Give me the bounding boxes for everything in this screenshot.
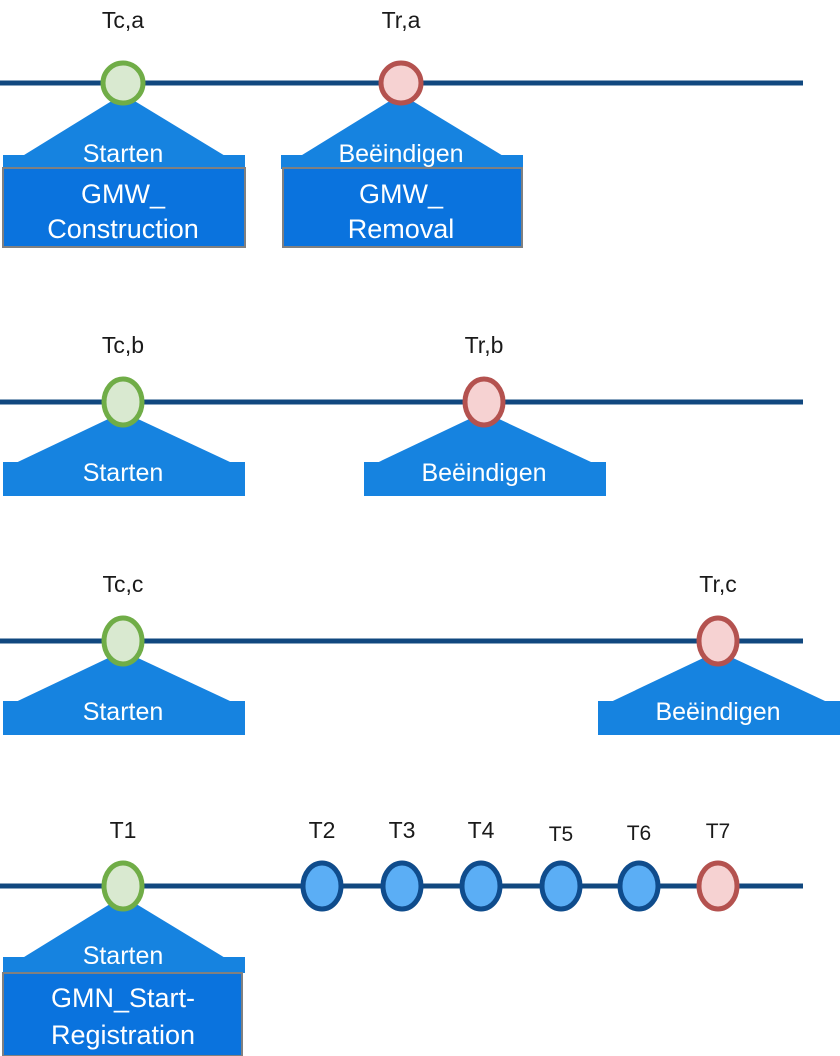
event-marker-icon-t2[interactable] xyxy=(300,860,344,912)
banner-triangle-tc-b xyxy=(3,412,245,469)
label-box-t1[interactable] xyxy=(2,972,243,1056)
event-marker-icon-t3[interactable] xyxy=(380,860,424,912)
event-marker-icon-t6[interactable] xyxy=(617,860,661,912)
banner-triangle-tr-a xyxy=(281,94,523,168)
tick-label-tc-b: Tc,b xyxy=(102,332,144,358)
banner-base-tc-a xyxy=(3,155,245,169)
milestone-t2[interactable]: T2 xyxy=(300,817,344,912)
tick-label-tc-a: Tc,a xyxy=(102,7,144,33)
tick-label-t5: T5 xyxy=(549,823,574,846)
banner-label-tr-b: Beëindigen xyxy=(421,459,546,487)
milestone-tr-c[interactable]: Beëindigen Tr,c xyxy=(598,571,840,735)
timeline-row-a: Starten GMW_ Construction Tc,a Beëindige… xyxy=(0,7,803,248)
end-marker-icon-tr-a[interactable] xyxy=(378,60,424,106)
label-box-tr-a[interactable] xyxy=(282,167,523,248)
end-marker-icon-tr-c[interactable] xyxy=(696,615,740,667)
banner-label-tr-a: Beëindigen xyxy=(338,140,463,168)
tick-label-t3: T3 xyxy=(389,817,416,843)
box-line1-tr-a: GMW_ xyxy=(359,179,444,209)
banner-label-t1: Starten xyxy=(83,942,164,970)
milestone-tc-c[interactable]: Starten Tc,c xyxy=(3,571,245,735)
banner-triangle-t1 xyxy=(3,896,245,970)
milestone-t6[interactable]: T6 xyxy=(617,822,661,912)
label-box-tc-a[interactable] xyxy=(2,167,246,248)
tick-label-tr-a: Tr,a xyxy=(382,7,421,33)
box-line2-tr-a: Removal xyxy=(348,214,455,244)
tick-label-t1: T1 xyxy=(110,817,137,843)
milestone-t3[interactable]: T3 xyxy=(380,817,424,912)
banner-base-t1 xyxy=(3,957,245,973)
milestone-tr-b[interactable]: Beëindigen Tr,b xyxy=(364,332,606,496)
milestone-t5[interactable]: T5 xyxy=(539,823,583,912)
event-marker-icon-t4[interactable] xyxy=(459,860,503,912)
banner-triangle-tc-c xyxy=(3,651,245,708)
tick-label-t4: T4 xyxy=(468,817,495,843)
tick-label-tc-c: Tc,c xyxy=(103,571,144,597)
start-marker-icon-tc-a[interactable] xyxy=(100,60,146,106)
end-marker-icon-tr-b[interactable] xyxy=(462,376,506,428)
tick-label-tr-c: Tr,c xyxy=(699,571,736,597)
banner-triangle-tr-b xyxy=(364,412,606,469)
tick-label-t6: T6 xyxy=(627,822,652,845)
tick-label-tr-b: Tr,b xyxy=(465,332,504,358)
banner-base-tc-b xyxy=(3,462,245,496)
milestone-t1[interactable]: Starten GMN_Start- Registration T1 xyxy=(2,817,245,1056)
start-marker-icon-t1[interactable] xyxy=(101,860,145,912)
milestone-tc-b[interactable]: Starten Tc,b xyxy=(3,332,245,496)
event-marker-icon-t5[interactable] xyxy=(539,860,583,912)
banner-base-tr-a xyxy=(281,155,523,169)
box-line1-t1: GMN_Start- xyxy=(51,983,195,1013)
milestone-tr-a[interactable]: Beëindigen GMW_ Removal Tr,a xyxy=(281,7,523,248)
banner-triangle-tr-c xyxy=(598,651,840,708)
milestone-t4[interactable]: T4 xyxy=(459,817,503,912)
banner-label-tr-c: Beëindigen xyxy=(655,698,780,726)
timeline-row-b: Starten Tc,b Beëindigen Tr,b xyxy=(0,332,803,496)
banner-label-tc-a: Starten xyxy=(83,140,164,168)
banner-label-tc-b: Starten xyxy=(83,459,164,487)
start-marker-icon-tc-b[interactable] xyxy=(101,376,145,428)
milestone-t7[interactable]: T7 xyxy=(696,820,740,912)
banner-base-tc-c xyxy=(3,701,245,735)
banner-base-tr-b xyxy=(364,462,606,496)
tick-label-t7: T7 xyxy=(706,820,731,843)
box-line1-tc-a: GMW_ xyxy=(81,179,166,209)
milestone-tc-a[interactable]: Starten GMW_ Construction Tc,a xyxy=(2,7,246,248)
banner-base-tr-c xyxy=(598,701,840,735)
start-marker-icon-tc-c[interactable] xyxy=(101,615,145,667)
timeline-row-t: Starten GMN_Start- Registration T1 T2 T3… xyxy=(0,817,803,1056)
timeline-row-c: Starten Tc,c Beëindigen Tr,c xyxy=(0,571,840,735)
box-line2-tc-a: Construction xyxy=(47,214,199,244)
banner-label-tc-c: Starten xyxy=(83,698,164,726)
banner-triangle-tc-a xyxy=(3,94,245,168)
box-line2-t1: Registration xyxy=(51,1020,195,1050)
end-marker-icon-t7[interactable] xyxy=(696,860,740,912)
tick-label-t2: T2 xyxy=(309,817,336,843)
